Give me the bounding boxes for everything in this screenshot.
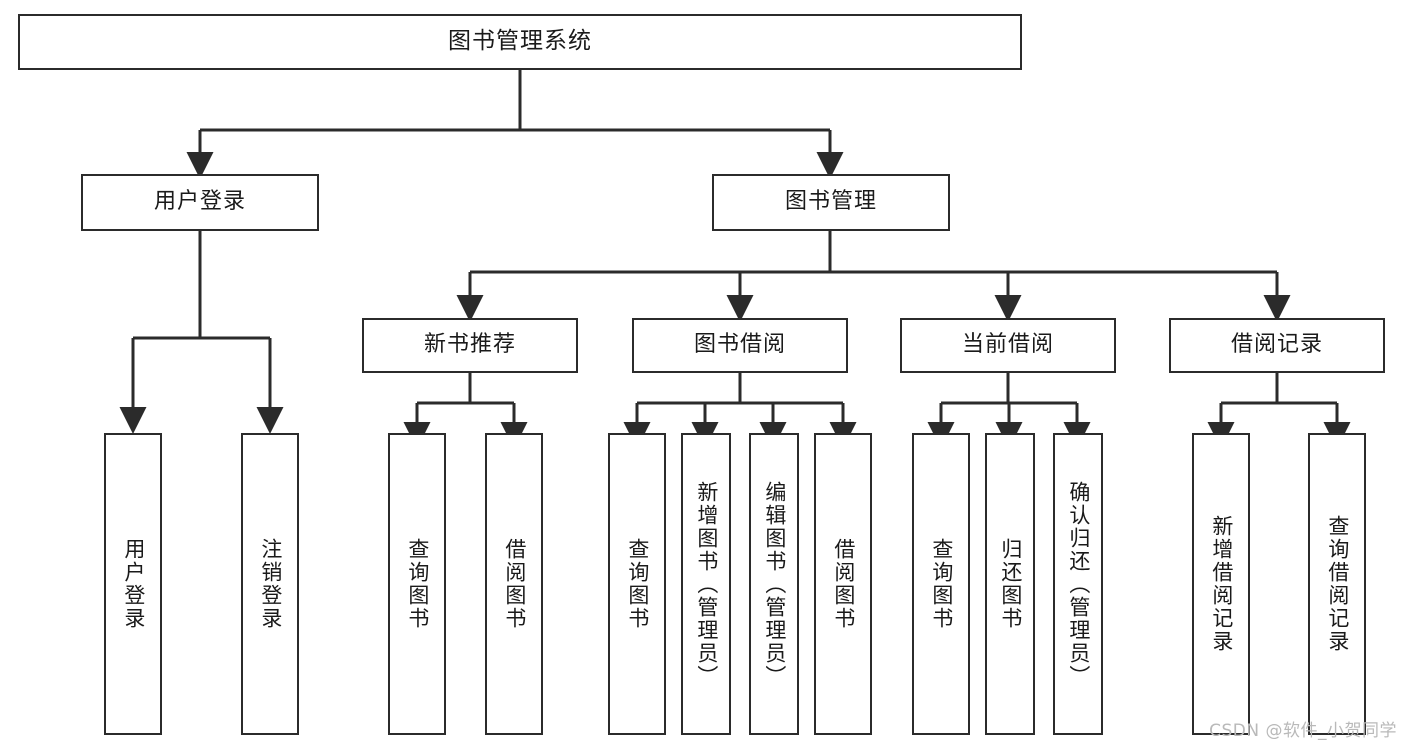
node-book-management[interactable]: 图书管理 <box>712 174 950 231</box>
node-current-borrow[interactable]: 当前借阅 <box>900 318 1116 373</box>
leaf-book-borrow-edit-book-admin[interactable]: 编辑图书（管理员） <box>749 433 799 735</box>
leaf-book-borrow-add-book-admin[interactable]: 新增图书（管理员） <box>681 433 731 735</box>
node-label: 借阅图书 <box>831 538 856 630</box>
leaf-book-borrow-query-book[interactable]: 查询图书 <box>608 433 666 735</box>
node-label: 图书管理 <box>784 189 877 215</box>
node-label: 确认归还（管理员） <box>1066 480 1091 688</box>
node-label: 用户登录 <box>121 538 146 630</box>
leaf-current-borrow-query-book[interactable]: 查询图书 <box>912 433 970 735</box>
node-user-login[interactable]: 用户登录 <box>81 174 319 231</box>
node-label: 借阅图书 <box>502 538 527 630</box>
node-label: 新增图书（管理员） <box>694 480 719 688</box>
node-label: 图书借阅 <box>693 332 786 358</box>
leaf-user-login-login[interactable]: 用户登录 <box>104 433 162 735</box>
leaf-new-book-borrow-book[interactable]: 借阅图书 <box>485 433 543 735</box>
node-label: 新增借阅记录 <box>1209 515 1234 653</box>
node-label: 查询图书 <box>929 538 954 630</box>
node-label: 新书推荐 <box>423 332 516 358</box>
node-label: 图书管理系统 <box>448 28 592 55</box>
node-new-book-recommend[interactable]: 新书推荐 <box>362 318 578 373</box>
node-label: 当前借阅 <box>961 332 1054 358</box>
node-root-book-management-system[interactable]: 图书管理系统 <box>18 14 1022 70</box>
leaf-current-borrow-confirm-return-admin[interactable]: 确认归还（管理员） <box>1053 433 1103 735</box>
node-label: 归还图书 <box>998 538 1023 630</box>
node-label: 注销登录 <box>258 538 283 630</box>
node-borrow-record[interactable]: 借阅记录 <box>1169 318 1385 373</box>
node-label: 用户登录 <box>153 189 246 215</box>
leaf-borrow-record-query-record[interactable]: 查询借阅记录 <box>1308 433 1366 735</box>
leaf-current-borrow-return-book[interactable]: 归还图书 <box>985 433 1035 735</box>
node-label: 查询借阅记录 <box>1325 515 1350 653</box>
node-label: 查询图书 <box>405 538 430 630</box>
node-label: 借阅记录 <box>1230 332 1323 358</box>
node-label: 查询图书 <box>625 538 650 630</box>
leaf-user-login-logout[interactable]: 注销登录 <box>241 433 299 735</box>
watermark: CSDN @软件_小贺同学 <box>1209 721 1397 741</box>
leaf-borrow-record-add-record[interactable]: 新增借阅记录 <box>1192 433 1250 735</box>
node-label: 编辑图书（管理员） <box>762 480 787 688</box>
leaf-new-book-query-book[interactable]: 查询图书 <box>388 433 446 735</box>
leaf-book-borrow-borrow-book[interactable]: 借阅图书 <box>814 433 872 735</box>
node-book-borrow[interactable]: 图书借阅 <box>632 318 848 373</box>
